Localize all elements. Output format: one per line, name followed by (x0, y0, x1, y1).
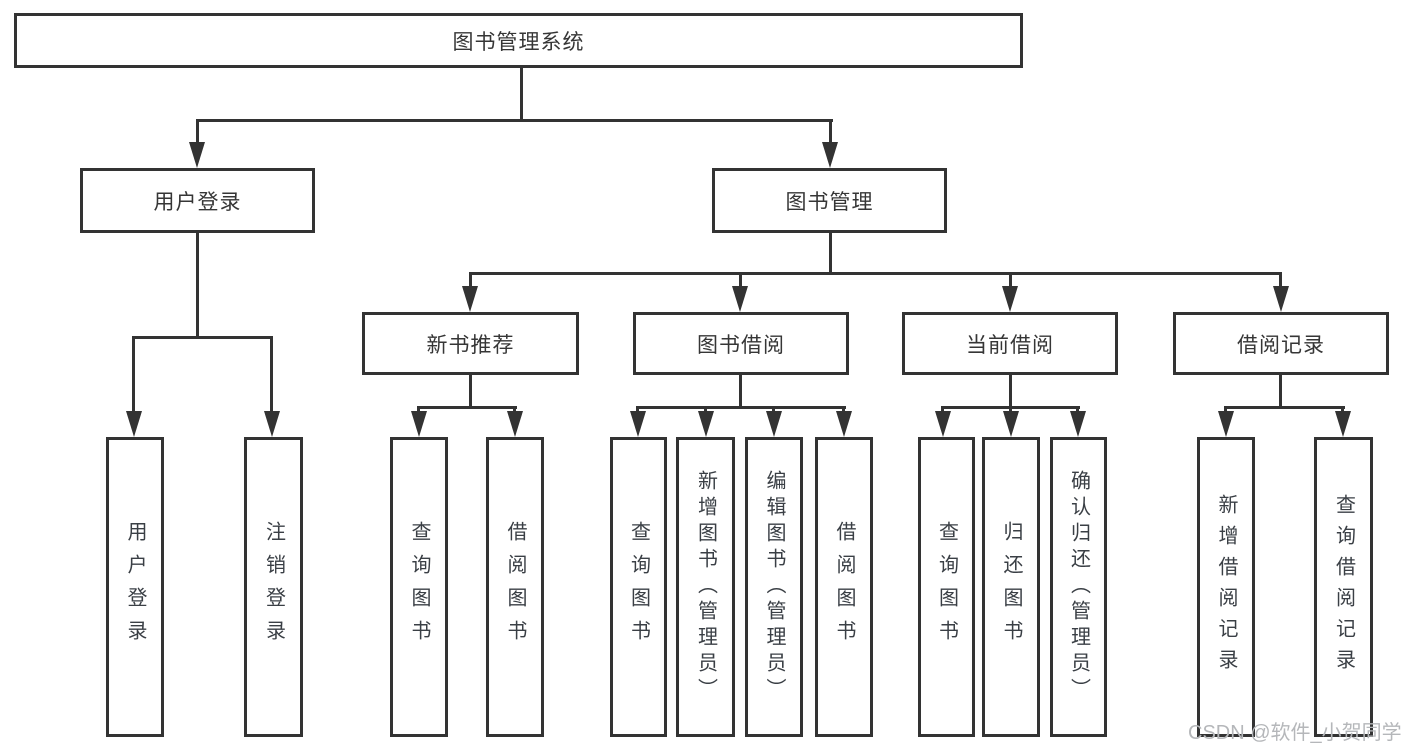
leaf-current-confirm-return-admin: 确认归还（管理员） (1050, 437, 1107, 737)
arrowhead-down (1070, 411, 1086, 437)
leaf-logout-login: 注销登录 (244, 437, 303, 737)
node-root: 图书管理系统 (14, 13, 1023, 68)
arrowhead-down (411, 411, 427, 437)
arrowhead-down (507, 411, 523, 437)
connector-line (1341, 406, 1344, 415)
connector-line (469, 272, 1282, 275)
node-book-management: 图书管理 (712, 168, 947, 233)
leaf-borrow-borrow-book-label: 借阅图书 (833, 521, 855, 653)
arrowhead-down (698, 411, 714, 437)
node-user-login-label: 用户登录 (153, 190, 242, 214)
connector-line (829, 119, 832, 147)
leaf-borrow-edit-book-admin: 编辑图书（管理员） (745, 437, 803, 737)
connector-line (636, 406, 639, 415)
arrowhead-down (462, 286, 478, 312)
leaf-recommend-query-book: 查询图书 (390, 437, 448, 737)
arrowhead-down (822, 142, 838, 168)
node-new-book-recommend-label: 新书推荐 (426, 333, 515, 357)
leaf-recommend-borrow-book: 借阅图书 (486, 437, 544, 737)
leaf-borrow-query-book: 查询图书 (610, 437, 667, 737)
node-current-borrow: 当前借阅 (902, 312, 1118, 375)
leaf-records-query-record: 查询借阅记录 (1314, 437, 1373, 737)
connector-line (1224, 406, 1227, 415)
node-user-login: 用户登录 (80, 168, 315, 233)
connector-line (739, 373, 742, 409)
node-book-borrow-label: 图书借阅 (697, 333, 785, 357)
leaf-recommend-query-book-label: 查询图书 (408, 521, 430, 653)
connector-line (196, 119, 833, 122)
leaf-borrow-query-book-label: 查询图书 (627, 521, 650, 653)
connector-line (636, 406, 846, 409)
node-book-management-label: 图书管理 (785, 190, 874, 214)
node-new-book-recommend: 新书推荐 (362, 312, 579, 375)
leaf-records-add-record-label: 新增借阅记录 (1215, 494, 1237, 680)
node-book-borrow: 图书借阅 (633, 312, 849, 375)
leaf-borrow-borrow-book: 借阅图书 (815, 437, 873, 737)
leaf-current-query-book-label: 查询图书 (935, 521, 958, 653)
arrowhead-down (836, 411, 852, 437)
connector-line (842, 406, 845, 415)
leaf-recommend-borrow-book-label: 借阅图书 (504, 521, 526, 653)
connector-line (1076, 406, 1079, 415)
arrowhead-down (732, 286, 748, 312)
connector-line (132, 336, 273, 339)
connector-line (1279, 272, 1282, 288)
arrowhead-down (1003, 411, 1019, 437)
arrowhead-down (1335, 411, 1351, 437)
connector-line (469, 272, 472, 288)
connector-line (1009, 272, 1012, 288)
leaf-logout-login-label: 注销登录 (262, 521, 285, 653)
leaf-borrow-add-book-admin: 新增图书（管理员） (676, 437, 735, 737)
node-borrow-records: 借阅记录 (1173, 312, 1389, 375)
connector-line (417, 406, 517, 409)
connector-line (704, 406, 707, 415)
leaf-user-login-label: 用户登录 (124, 521, 146, 653)
arrowhead-down (935, 411, 951, 437)
arrowhead-down (126, 411, 142, 437)
connector-line (520, 66, 523, 119)
connector-line (739, 272, 742, 288)
connector-line (417, 406, 420, 415)
connector-line (513, 406, 516, 415)
leaf-borrow-add-book-admin-label: 新增图书（管理员） (694, 470, 717, 704)
connector-line (772, 406, 775, 415)
connector-line (1224, 406, 1345, 409)
leaf-user-login: 用户登录 (106, 437, 164, 737)
node-root-label: 图书管理系统 (452, 30, 585, 54)
leaf-records-add-record: 新增借阅记录 (1197, 437, 1255, 737)
leaf-current-confirm-return-admin-label: 确认归还（管理员） (1067, 470, 1090, 704)
leaf-current-return-book: 归还图书 (982, 437, 1040, 737)
leaf-records-query-record-label: 查询借阅记录 (1332, 494, 1355, 680)
arrowhead-down (1273, 286, 1289, 312)
leaf-borrow-edit-book-admin-label: 编辑图书（管理员） (763, 470, 785, 704)
csdn-watermark: CSDN @软件_小贺同学 (1188, 722, 1402, 744)
node-current-borrow-label: 当前借阅 (966, 333, 1054, 357)
connector-line (829, 233, 832, 274)
connector-line (469, 373, 472, 409)
arrowhead-down (264, 411, 280, 437)
arrowhead-down (630, 411, 646, 437)
connector-line (1279, 373, 1282, 409)
arrowhead-down (1218, 411, 1234, 437)
arrowhead-down (766, 411, 782, 437)
connector-line (270, 336, 273, 415)
arrowhead-down (1002, 286, 1018, 312)
connector-line (941, 406, 944, 415)
connector-line (196, 232, 199, 339)
connector-line (1009, 373, 1012, 409)
leaf-current-return-book-label: 归还图书 (1000, 521, 1022, 653)
connector-line (1009, 406, 1012, 415)
arrowhead-down (189, 142, 205, 168)
node-borrow-records-label: 借阅记录 (1237, 333, 1325, 357)
leaf-current-query-book: 查询图书 (918, 437, 975, 737)
connector-line (132, 336, 135, 415)
connector-line (196, 119, 199, 147)
